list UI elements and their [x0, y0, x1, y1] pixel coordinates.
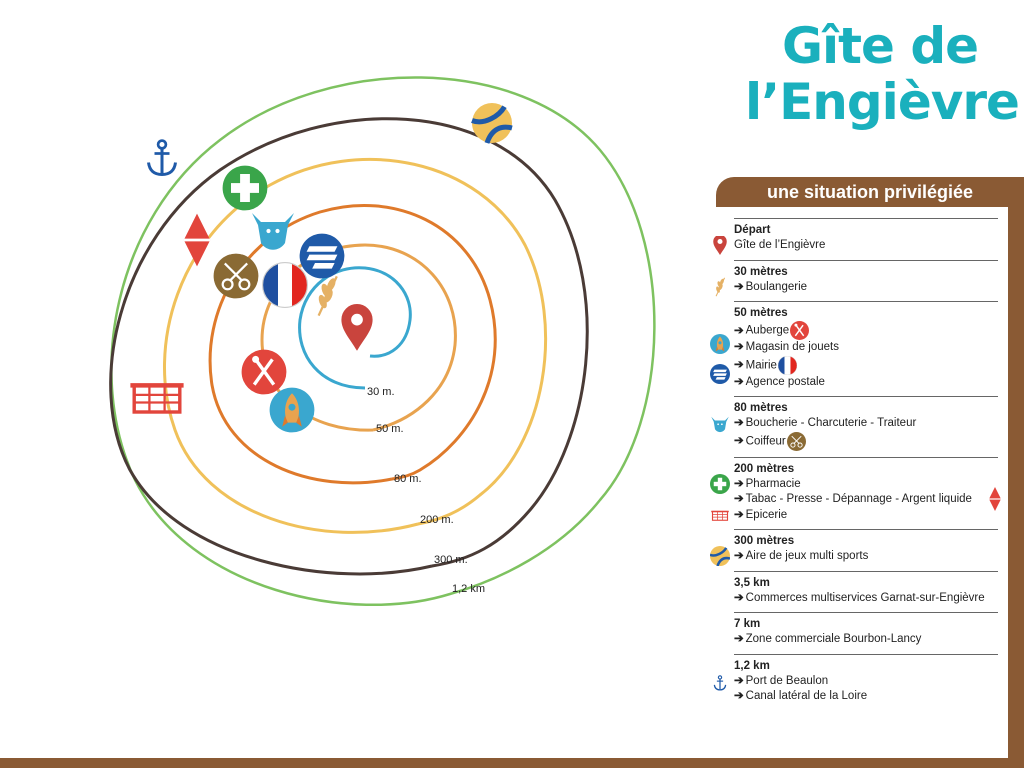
postal-icon — [710, 364, 730, 384]
legend-section-title: 3,5 km — [734, 576, 770, 589]
legend-section-title: 7 km — [734, 618, 761, 630]
cross-icon — [222, 165, 268, 211]
legend-item: ➔Boucherie - Charcuterie - Traiteur — [734, 417, 917, 429]
ring-1-2km — [110, 76, 656, 606]
anchor-icon — [713, 674, 727, 690]
rocket-icon — [710, 334, 730, 354]
cross-icon — [710, 473, 730, 494]
legend-item: ➔Coiffeur — [734, 431, 998, 451]
legend-section-80m: 80 mètres ➔Boucherie - Charcuterie - Tra… — [711, 396, 998, 457]
legend-section-title: 30 mètres — [734, 265, 788, 278]
legend-section-3-5km: 3,5 km ➔Commerces multiservices Garnat-s… — [734, 570, 998, 613]
scissors-icon — [786, 431, 806, 451]
cow-icon — [252, 213, 294, 250]
legend-item: ➔Magasin de jouets — [734, 341, 839, 353]
ring-label-1-2km: 1,2 km — [452, 583, 485, 595]
restaurant-icon — [790, 321, 810, 340]
distance-rings-diagram: 30 m. 50 m. 80 m. 200 m. 300 m. 1,2 km — [109, 76, 656, 606]
legend-section-1-2km: 1,2 km ➔Port de Beaulon ➔Canal latéral d… — [713, 653, 998, 711]
legend-item: ➔Auberge — [734, 321, 998, 340]
wheat-icon — [714, 276, 726, 297]
legend-item: ➔Tabac - Presse - Dépannage - Argent liq… — [734, 493, 972, 505]
ring-label-300m: 300 m. — [434, 554, 468, 566]
ring-300m — [109, 117, 589, 576]
ring-label-30m: 30 m. — [367, 386, 395, 398]
basket-icon — [710, 510, 730, 521]
legend-section-title: Départ — [734, 224, 771, 236]
legend-item: Gîte de l’Engièvre — [734, 239, 826, 251]
legend-item: ➔Mairie — [734, 356, 998, 375]
legend-section-depart: Départ Gîte de l’Engièvre — [713, 218, 998, 260]
ring-label-200m: 200 m. — [420, 514, 454, 526]
scissors-icon — [212, 252, 260, 300]
ball-icon — [472, 103, 512, 143]
map-pin-icon — [341, 304, 373, 351]
legend-section-title: 300 mètres — [734, 535, 795, 547]
title-line-2: l’Engièvre — [745, 73, 1020, 131]
ring-label-80m: 80 m. — [394, 473, 422, 485]
ring-30m — [298, 266, 412, 390]
postal-icon — [299, 233, 345, 279]
anchor-icon — [147, 139, 177, 176]
legend: Départ Gîte de l’Engièvre 30 mètres ➔Bou… — [710, 218, 1002, 711]
legend-item: ➔Aire de jeux multi sports — [734, 550, 869, 562]
legend-section-title: 1,2 km — [734, 659, 770, 672]
legend-section-title: 200 mètres — [734, 462, 795, 475]
diamond-icon — [182, 212, 212, 268]
cow-icon — [711, 416, 729, 433]
ring-80m — [208, 204, 497, 485]
legend-item: ➔Port de Beaulon — [734, 674, 829, 687]
legend-section-200m: 200 mètres ➔Pharmacie ➔Tabac - Presse - … — [710, 456, 1002, 530]
ring-200m — [163, 157, 548, 534]
title-line-1: Gîte de — [781, 17, 979, 75]
restaurant-icon — [239, 347, 289, 397]
legend-item: ➔Zone commerciale Bourbon-Lancy — [734, 633, 922, 645]
legend-section-7km: 7 km ➔Zone commerciale Bourbon-Lancy — [734, 612, 998, 654]
legend-item: ➔Boulangerie — [734, 280, 808, 293]
page-title: Gîte de l’Engièvre — [745, 17, 1020, 131]
legend-item: ➔Commerces multiservices Garnat-sur-Engi… — [734, 591, 985, 604]
subtitle-banner: une situation privilégiée — [716, 177, 1024, 207]
map-pin-icon — [713, 236, 727, 255]
ball-icon — [710, 546, 730, 566]
legend-section-title: 80 mètres — [734, 402, 788, 414]
side-border — [1008, 207, 1024, 768]
ring-label-50m: 50 m. — [376, 423, 404, 435]
legend-item: ➔Pharmacie — [734, 477, 801, 490]
legend-section-30m: 30 mètres ➔Boulangerie — [714, 259, 998, 302]
french-flag-icon — [263, 263, 308, 308]
legend-item: ➔Agence postale — [734, 375, 825, 388]
bottom-border — [0, 758, 1008, 768]
legend-section-300m: 300 mètres ➔Aire de jeux multi sports — [710, 529, 998, 571]
basket-icon — [130, 385, 183, 412]
legend-section-title: 50 mètres — [734, 307, 788, 319]
legend-item: ➔Epicerie — [734, 508, 788, 521]
rocket-icon — [269, 387, 315, 433]
legend-section-50m: 50 mètres ➔Auberge ➔Magasin de jouets ➔M… — [710, 301, 998, 396]
french-flag-icon — [778, 356, 797, 375]
legend-item: ➔Canal latéral de la Loire — [734, 690, 868, 702]
